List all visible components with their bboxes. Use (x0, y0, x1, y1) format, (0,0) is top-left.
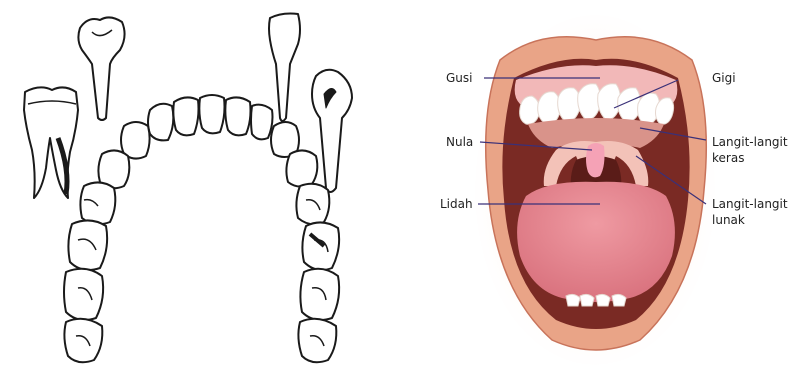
isolated-molar-tooth (24, 87, 78, 198)
isolated-premolar-tooth (78, 17, 124, 120)
label-gusi: Gusi (446, 71, 473, 85)
label-nula: Nula (446, 135, 473, 149)
arch-left-teeth (64, 122, 150, 362)
dental-arch-illustration (24, 14, 352, 363)
label-lidah: Lidah (440, 197, 473, 211)
isolated-canine-tooth (269, 14, 300, 122)
label-langit-lunak-line2: lunak (712, 213, 745, 227)
uvula (586, 143, 605, 177)
arch-incisors (148, 95, 273, 140)
isolated-incisor-tooth (312, 70, 352, 192)
tongue (517, 182, 675, 302)
open-mouth-illustration (475, 15, 715, 365)
label-langit-keras-line2: keras (712, 151, 744, 165)
label-langit-keras-line1: Langit-langit (712, 135, 788, 149)
label-langit-lunak-line1: Langit-langit (712, 197, 788, 211)
label-gigi: Gigi (712, 71, 736, 85)
